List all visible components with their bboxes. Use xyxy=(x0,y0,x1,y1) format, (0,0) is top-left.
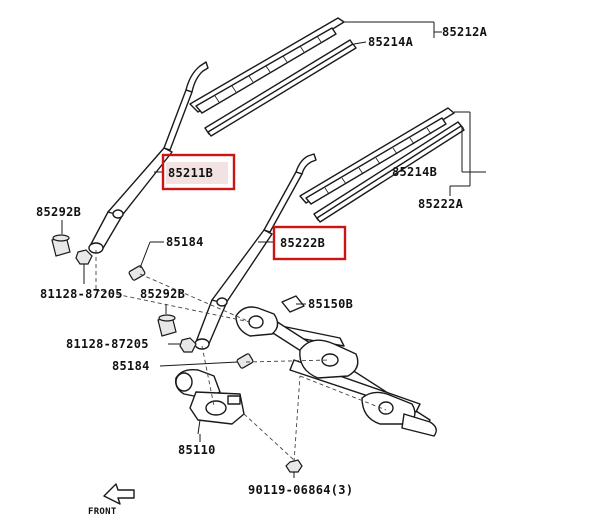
right-arm-body xyxy=(211,229,273,307)
bushing-1[interactable] xyxy=(128,265,146,281)
label-85214b[interactable]: 85214B xyxy=(392,165,437,179)
highlight-85211b-fill xyxy=(166,162,228,184)
label-85292b-2[interactable]: 85292B xyxy=(140,287,185,301)
left-arm-rod xyxy=(163,89,193,151)
motor-connector xyxy=(227,395,241,405)
label-85214a[interactable]: 85214A xyxy=(368,35,414,49)
lower-wiper-blade-assembly[interactable] xyxy=(299,107,465,223)
mounting-bolt[interactable] xyxy=(285,459,303,478)
upper-blade-spine xyxy=(195,27,337,114)
wiper-motor[interactable] xyxy=(174,368,245,435)
nut-2[interactable] xyxy=(179,337,197,353)
label-85184-2[interactable]: 85184 xyxy=(112,359,150,373)
label-85110[interactable]: 85110 xyxy=(178,443,216,457)
pivot-cap-1[interactable] xyxy=(51,234,71,257)
upper-wiper-blade-assembly[interactable] xyxy=(189,17,357,137)
pivot-cap-2[interactable] xyxy=(157,314,177,337)
front-direction-indicator: FRONT xyxy=(88,483,135,517)
leader-lines xyxy=(61,21,486,442)
linkage-left-pivot-hole xyxy=(248,315,264,329)
motor-end-cap xyxy=(175,372,193,392)
highlight-box-85222b xyxy=(272,225,347,261)
label-85184-1[interactable]: 85184 xyxy=(166,235,204,249)
left-arm-hook xyxy=(185,61,209,93)
lower-blade-ribs xyxy=(324,127,432,195)
lower-blade-rubber-edge xyxy=(316,125,465,223)
label-85211b[interactable]: 85211B xyxy=(168,166,213,180)
right-arm-spring xyxy=(216,297,228,307)
label-85292b-1[interactable]: 85292B xyxy=(36,205,81,219)
right-arm-hook xyxy=(295,153,317,175)
upper-blade-rubber-edge xyxy=(207,43,357,137)
label-85212a[interactable]: 85212A xyxy=(442,25,488,39)
linkage-right-end xyxy=(401,413,437,437)
wiper-linkage[interactable] xyxy=(235,295,437,437)
label-85222b[interactable]: 85222B xyxy=(280,236,325,250)
label-85222a[interactable]: 85222A xyxy=(418,197,464,211)
motor-output-shaft xyxy=(205,400,227,416)
assembly-guide-lines xyxy=(95,250,387,463)
right-arm-rod xyxy=(263,171,303,233)
label-85150b[interactable]: 85150B xyxy=(308,297,353,311)
linkage-right-pivot-hole xyxy=(378,401,394,415)
label-81128-2[interactable]: 81128-87205 xyxy=(66,337,149,351)
label-front: FRONT xyxy=(88,507,117,517)
highlight-box-85211b xyxy=(161,153,236,191)
bushing-2[interactable] xyxy=(236,353,254,369)
nut-1[interactable] xyxy=(75,249,93,265)
front-arrow-icon xyxy=(103,483,135,505)
linkage-bracket-top xyxy=(281,295,305,313)
label-90119[interactable]: 90119-06864(3) xyxy=(248,483,353,497)
upper-blade-ribs xyxy=(214,35,322,103)
right-wiper-arm[interactable] xyxy=(194,153,317,350)
left-arm-spring xyxy=(112,209,124,219)
label-81128-1[interactable]: 81128-87205 xyxy=(40,287,123,301)
left-wiper-arm[interactable] xyxy=(88,61,209,254)
motor-mount-leg xyxy=(197,419,201,435)
